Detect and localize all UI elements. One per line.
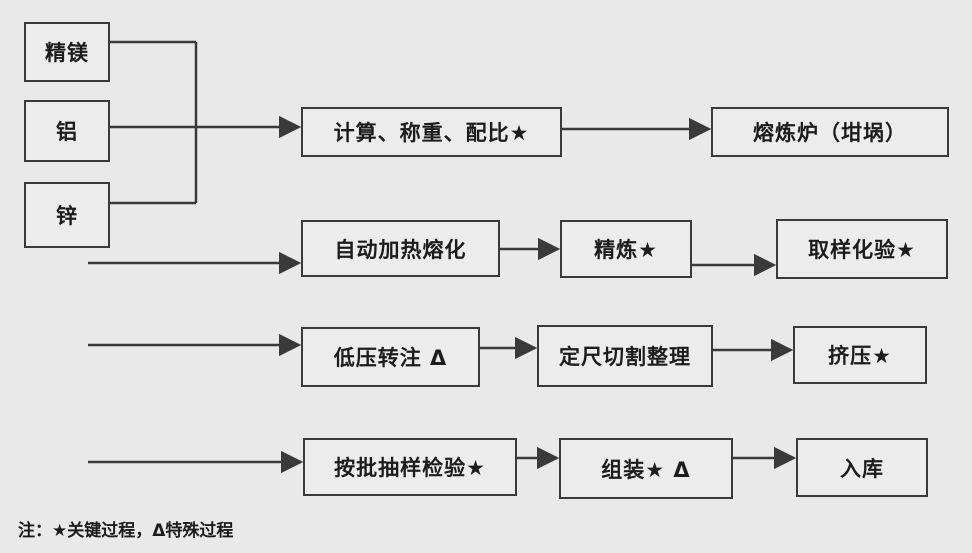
step-assemble-label: 组装★ Δ [601,457,691,482]
step-extrude-label: 挤压★ [828,344,892,368]
step-auto-melt-label: 自动加热熔化 [334,237,467,262]
material-zn-label: 锌 [56,204,78,228]
step-cut-label: 定尺切割整理 [559,345,691,369]
material-al-box: 铝 [24,100,110,162]
material-mg-label: 精镁 [45,41,89,65]
step-refine-box: 精炼★ [560,220,692,278]
step-furnace-box: 熔炼炉（坩埚） [711,107,949,157]
step-cut-box: 定尺切割整理 [537,325,713,387]
step-batch-inspect-box: 按批抽样检验★ [303,438,517,496]
material-al-label: 铝 [56,120,78,144]
material-zn-box: 锌 [24,182,110,248]
step-low-pressure-label: 低压转注 Δ [333,346,448,370]
step-low-pressure-box: 低压转注 Δ [301,327,480,387]
step-batch-inspect-label: 按批抽样检验★ [334,456,486,480]
step-storage-label: 入库 [840,456,884,481]
step-refine-label: 精炼★ [594,238,658,262]
step-calc-label: 计算、称重、配比★ [333,121,530,145]
step-furnace-label: 熔炼炉（坩埚） [753,121,907,145]
step-storage-box: 入库 [796,438,928,497]
step-sample-test-box: 取样化验★ [776,219,948,279]
step-extrude-box: 挤压★ [793,326,927,384]
material-mg-box: 精镁 [24,22,110,82]
legend-note: 注：★关键过程，Δ特殊过程 [18,521,234,541]
step-calc-box: 计算、称重、配比★ [301,107,562,157]
step-auto-melt-box: 自动加热熔化 [301,220,500,277]
step-assemble-box: 组装★ Δ [559,438,733,499]
step-sample-test-label: 取样化验★ [808,238,916,262]
